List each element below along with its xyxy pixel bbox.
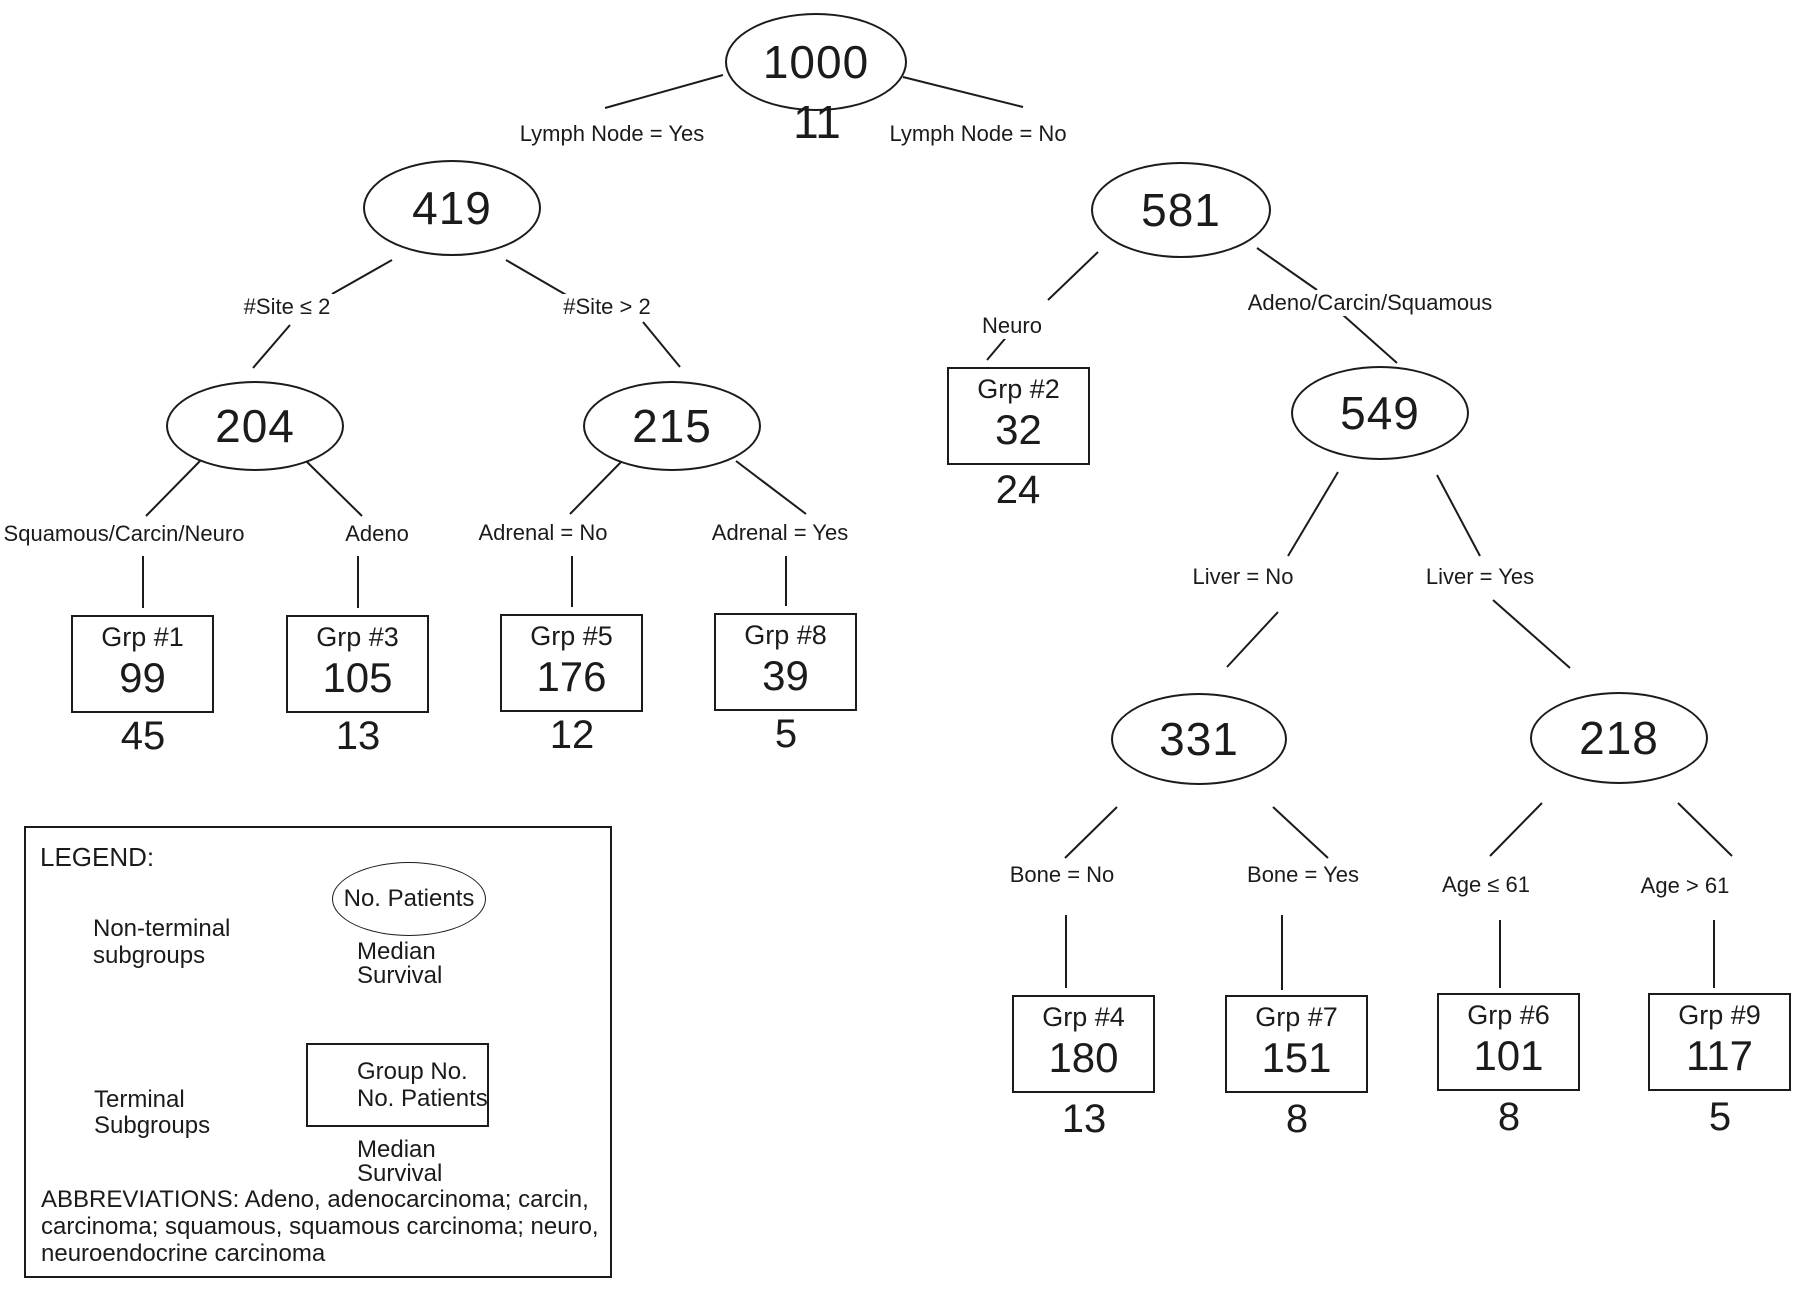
- edge-label-lymph-node-yes: Lymph Node = Yes: [516, 121, 708, 147]
- terminal-box-grp7: Grp #7 151: [1225, 995, 1368, 1093]
- group-name: Grp #7: [1255, 1002, 1338, 1032]
- edge-label-age-le-61: Age ≤ 61: [1439, 872, 1533, 898]
- group-patients: 39: [762, 652, 809, 699]
- group-name: Grp #9: [1678, 1000, 1761, 1030]
- median-survival-grp1: 45: [120, 714, 166, 758]
- median-survival-root: 11: [793, 96, 841, 148]
- edge-label-neuro: Neuro: [979, 313, 1045, 339]
- group-patients: 101: [1473, 1032, 1544, 1079]
- group-name: Grp #4: [1042, 1002, 1125, 1032]
- legend-nonterminal-label-line1: Non-terminal: [93, 915, 231, 942]
- node-549: 549: [1291, 366, 1469, 460]
- group-name: Grp #6: [1467, 1000, 1550, 1030]
- legend-terminal-label-line2: Subgroups: [94, 1112, 211, 1139]
- terminal-box-grp3: Grp #3 105: [286, 615, 429, 713]
- node-581: 581: [1091, 162, 1271, 258]
- legend-ellipse-text: No. Patients: [343, 885, 475, 912]
- group-patients: 32: [995, 406, 1042, 453]
- terminal-box-grp2: Grp #2 32: [947, 367, 1090, 465]
- median-survival-grp5: 12: [549, 713, 595, 757]
- terminal-box-grp1: Grp #1 99: [71, 615, 214, 713]
- legend-median-caption2-line2: Survival: [357, 1160, 443, 1187]
- legend-abbreviations: ABBREVIATIONS: Adeno, adenocarcinoma; ca…: [41, 1186, 606, 1267]
- legend-title: LEGEND:: [40, 842, 155, 872]
- edge-label-site-le-2: #Site ≤ 2: [240, 294, 334, 320]
- group-patients: 151: [1261, 1034, 1332, 1081]
- edge-label-bone-yes: Bone = Yes: [1244, 862, 1362, 888]
- legend-median-caption-line2: Survival: [357, 962, 443, 989]
- median-survival-grp7: 8: [1285, 1097, 1309, 1141]
- edge-label-liver-no: Liver = No: [1189, 564, 1297, 590]
- node-419: 419: [363, 160, 541, 256]
- legend-rect-sample: [306, 1043, 489, 1127]
- median-survival-grp6: 8: [1497, 1095, 1521, 1139]
- group-patients: 99: [119, 654, 166, 701]
- median-survival-grp8: 5: [774, 712, 798, 756]
- node-root-1000: 1000: [725, 13, 907, 111]
- terminal-box-grp5: Grp #5 176: [500, 614, 643, 712]
- group-name: Grp #3: [316, 622, 399, 652]
- legend-terminal-label-line1: Terminal: [94, 1086, 185, 1113]
- edge-label-squamous-carcin-neuro: Squamous/Carcin/Neuro: [0, 521, 248, 547]
- group-name: Grp #2: [977, 374, 1060, 404]
- edge-label-adeno-carcin-squamous: Adeno/Carcin/Squamous: [1244, 290, 1496, 316]
- edge-label-age-gt-61: Age > 61: [1637, 873, 1733, 899]
- terminal-box-grp8: Grp #8 39: [714, 613, 857, 711]
- legend-median-caption-line1: Median: [357, 938, 436, 965]
- terminal-box-grp6: Grp #6 101: [1437, 993, 1580, 1091]
- group-patients: 180: [1048, 1034, 1119, 1081]
- legend-rect-text-line1: Group No.: [357, 1058, 468, 1085]
- legend-nonterminal-label-line2: subgroups: [93, 942, 206, 969]
- edge-label-adrenal-yes: Adrenal = Yes: [708, 520, 852, 546]
- legend-ellipse-sample: No. Patients: [332, 862, 486, 936]
- edge-label-bone-no: Bone = No: [1006, 862, 1118, 888]
- group-name: Grp #8: [744, 620, 827, 650]
- group-patients: 117: [1686, 1032, 1753, 1079]
- node-218: 218: [1530, 692, 1708, 784]
- node-215: 215: [583, 381, 761, 471]
- abbreviations-line: ABBREVIATIONS: Adeno, adenocarcinoma; ca…: [41, 1186, 589, 1213]
- median-survival-grp4: 13: [1061, 1097, 1107, 1141]
- node-331: 331: [1111, 693, 1287, 785]
- node-204: 204: [166, 381, 344, 471]
- legend-rect-text-line2: No. Patients: [357, 1085, 488, 1112]
- edge-label-adeno: Adeno: [342, 521, 412, 547]
- edge-label-adrenal-no: Adrenal = No: [475, 520, 611, 546]
- group-name: Grp #5: [530, 621, 613, 651]
- group-patients: 176: [536, 653, 607, 700]
- median-survival-grp3: 13: [335, 714, 381, 758]
- legend-median-caption2-line1: Median: [357, 1136, 436, 1163]
- abbreviations-line: carcinoma; squamous, squamous carcinoma;…: [41, 1213, 599, 1240]
- group-patients: 105: [322, 654, 393, 701]
- terminal-box-grp9: Grp #9 117: [1648, 993, 1791, 1091]
- median-survival-grp9: 5: [1708, 1095, 1732, 1139]
- edge-label-lymph-node-no: Lymph Node = No: [886, 121, 1070, 147]
- edge-label-liver-yes: Liver = Yes: [1422, 564, 1538, 590]
- median-survival-grp2: 24: [995, 468, 1041, 512]
- edge-label-site-gt-2: #Site > 2: [560, 294, 654, 320]
- abbreviations-line: neuroendocrine carcinoma: [41, 1240, 326, 1267]
- group-name: Grp #1: [101, 622, 184, 652]
- terminal-box-grp4: Grp #4 180: [1012, 995, 1155, 1093]
